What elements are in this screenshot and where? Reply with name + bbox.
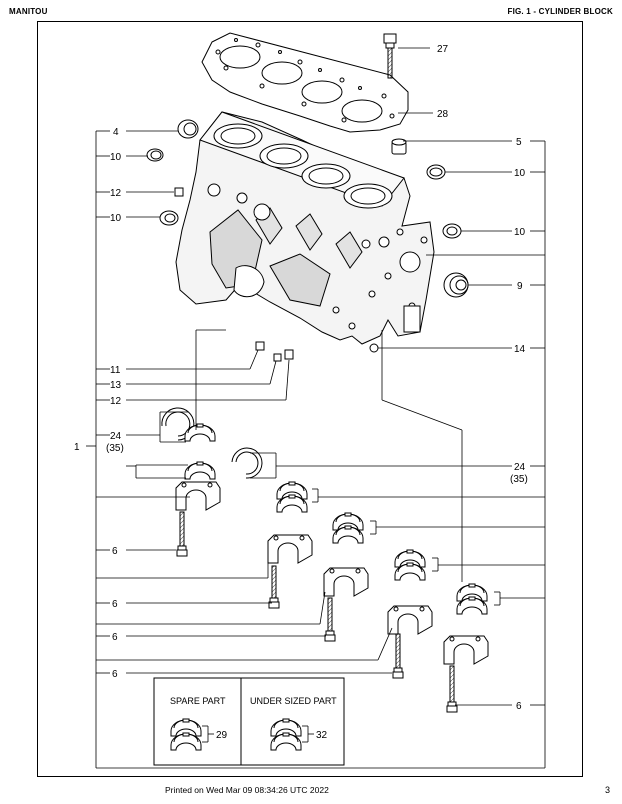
callout-12: 12 <box>110 396 122 407</box>
plug-10-right <box>442 223 462 239</box>
bearing-shell <box>276 481 308 500</box>
bearing-shell <box>184 461 216 480</box>
bearing-shell <box>184 423 216 442</box>
callout-5: 5 <box>516 137 522 148</box>
cap-bolt <box>446 665 458 713</box>
bearing-shell <box>394 562 426 581</box>
oil-seal-9 <box>443 272 469 298</box>
main-bearing-cap <box>443 635 489 665</box>
cap-bolt <box>268 565 280 609</box>
plug-11 <box>255 341 265 351</box>
plug-13 <box>273 353 282 362</box>
callout-9: 9 <box>517 281 523 292</box>
leader-lines <box>86 47 546 769</box>
plug-10-upper-left <box>146 148 164 162</box>
main-bearing-cap <box>387 605 433 635</box>
spare-part-label: SPARE PART <box>170 696 226 706</box>
bearing-shell <box>456 583 488 602</box>
cap-bolt <box>176 511 188 557</box>
undersized-bearing-shell <box>270 732 302 751</box>
main-bearing-cap <box>323 567 369 597</box>
bearing-shell <box>276 494 308 513</box>
legend-box: SPARE PART UNDER SIZED PART 29 32 <box>153 677 345 766</box>
callout-12: 12 <box>110 188 122 199</box>
callout-24-sub: (35) <box>106 443 124 454</box>
callout-10: 10 <box>110 152 122 163</box>
callout-14: 14 <box>514 344 526 355</box>
callout-27: 27 <box>437 44 449 55</box>
bearing-caps <box>175 481 489 713</box>
under-sized-part-label: UNDER SIZED PART <box>250 696 337 706</box>
bearing-shell <box>332 525 364 544</box>
plug-10-upper-right <box>426 164 446 180</box>
spare-bearing-shell <box>170 732 202 751</box>
diagram-frame <box>37 21 583 777</box>
bearing-shell <box>456 596 488 615</box>
callout-6: 6 <box>112 632 118 643</box>
main-bearing-cap <box>267 534 313 564</box>
callout-1: 1 <box>74 442 80 453</box>
plug-12-lower <box>284 349 294 360</box>
undersized-bearing-shell <box>270 718 302 737</box>
spare-bearing-shell <box>170 718 202 737</box>
page-number: 3 <box>604 785 610 795</box>
callout-4: 4 <box>113 127 119 138</box>
spare-part-ref: 29 <box>216 730 228 741</box>
printed-timestamp: Printed on Wed Mar 09 08:34:26 UTC 2022 <box>165 785 329 795</box>
under-sized-part-ref: 32 <box>316 730 328 741</box>
figure-title: FIG. 1 - CYLINDER BLOCK <box>507 7 613 16</box>
callout-10: 10 <box>514 168 526 179</box>
brand-name: MANITOU <box>9 7 48 16</box>
bolt-27 <box>383 33 397 79</box>
callout-24-sub: (35) <box>510 474 528 485</box>
bearing-shell <box>394 549 426 568</box>
plug-5 <box>391 138 407 155</box>
callout-6: 6 <box>112 669 118 680</box>
callout-13: 13 <box>110 380 122 391</box>
callout-6: 6 <box>112 546 118 557</box>
bearing-shell <box>332 512 364 531</box>
plug-12-upper <box>174 187 184 197</box>
callout-11: 11 <box>110 365 121 376</box>
plug-14 <box>369 343 379 353</box>
thrust-washer-right <box>231 447 263 479</box>
callout-6: 6 <box>112 599 118 610</box>
callout-numbers: 1 4 10 12 10 11 13 12 24 (35) 6 6 6 6 27… <box>74 44 528 712</box>
cap-bolt <box>324 597 336 642</box>
callout-24: 24 <box>514 462 526 473</box>
cap-bolt <box>392 633 404 679</box>
callout-28: 28 <box>437 109 449 120</box>
head-gasket <box>201 32 409 133</box>
callout-10: 10 <box>110 213 122 224</box>
main-bearing-cap <box>175 481 221 511</box>
plug-10-left <box>159 210 179 226</box>
cylinder-block <box>175 111 435 345</box>
bearing-shells <box>184 423 488 615</box>
callout-10: 10 <box>514 227 526 238</box>
callout-24: 24 <box>110 431 122 442</box>
plug-4 <box>177 119 199 139</box>
callout-6: 6 <box>516 701 522 712</box>
